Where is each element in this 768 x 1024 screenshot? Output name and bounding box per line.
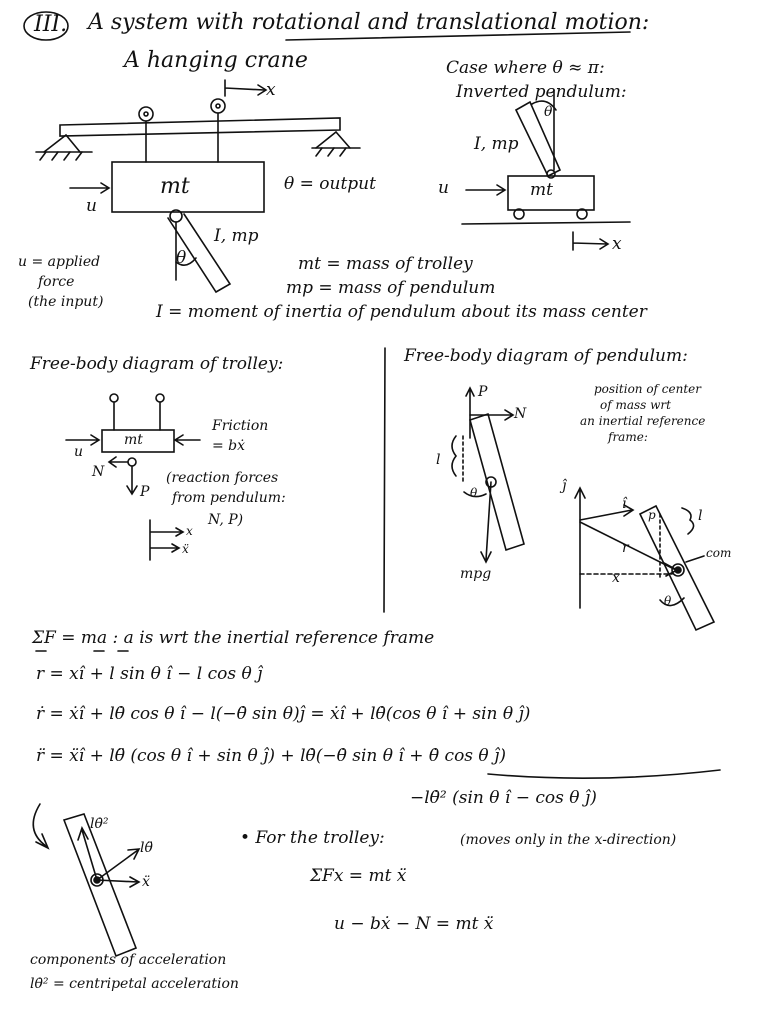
accel-caption-1: components of acceleration bbox=[30, 952, 227, 968]
fbd-trolley-friction: Friction bbox=[212, 418, 269, 434]
position-l: l bbox=[698, 508, 703, 524]
inverted-trolley-label: mt bbox=[530, 180, 553, 200]
fbd-trolley-reaction-2: from pendulum: bbox=[172, 490, 286, 506]
accel-tangential-label: lθ̈ bbox=[140, 840, 153, 856]
equation-centripetal: −lθ̇² (sin θ î − cos θ ĵ) bbox=[410, 788, 597, 808]
position-note-2: of mass wrt bbox=[600, 398, 671, 412]
equation-position: r = xî + l sin θ î − l cos θ ĵ bbox=[36, 664, 263, 684]
fbd-pendulum-title: Free-body diagram of pendulum: bbox=[404, 346, 688, 366]
title-highlight: rotational and translational bbox=[251, 10, 558, 35]
inverted-x-label: x bbox=[612, 234, 622, 254]
trolley-note: (moves only in the x-direction) bbox=[460, 832, 677, 848]
fbd-pendulum-weight: mpg bbox=[460, 566, 492, 582]
fbd-pendulum-n: N bbox=[514, 406, 527, 422]
inverted-line-2: Inverted pendulum: bbox=[456, 82, 627, 102]
position-theta: θ bbox=[664, 594, 672, 608]
fbd-trolley-p: P bbox=[140, 484, 150, 500]
crane-theta: θ bbox=[176, 248, 187, 268]
position-note-3: an inertial reference bbox=[580, 414, 706, 428]
crane-input-1: u = applied bbox=[18, 254, 101, 270]
inverted-line-1: Case where θ ≈ π: bbox=[446, 58, 605, 78]
crane-input-3: (the input) bbox=[28, 294, 104, 310]
accel-trolley-label: ẍ bbox=[142, 874, 150, 890]
definition-inertia: I = moment of inertia of pendulum about … bbox=[156, 302, 647, 322]
crane-u-label: u bbox=[86, 196, 97, 216]
fbd-trolley-x: x bbox=[186, 524, 193, 538]
fbd-trolley-reaction-1: (reaction forces bbox=[166, 470, 279, 486]
position-note-1: position of center bbox=[594, 382, 702, 396]
section-subtitle: A hanging crane bbox=[124, 48, 308, 73]
accel-caption-2: lθ̇² = centripetal acceleration bbox=[30, 976, 239, 992]
section-numeral: III. bbox=[34, 12, 68, 37]
fbd-pendulum-theta: θ bbox=[470, 486, 478, 500]
crane-trolley-label: mt bbox=[160, 174, 190, 199]
inverted-u-label: u bbox=[438, 178, 449, 198]
com-label: com bbox=[706, 546, 732, 560]
point-p: p bbox=[648, 508, 656, 522]
fbd-trolley-title: Free-body diagram of trolley: bbox=[30, 354, 284, 374]
fbd-trolley-box: mt bbox=[124, 432, 143, 448]
crane-pendulum-label: I, mp bbox=[214, 226, 259, 246]
fbd-trolley-xdd: ẍ bbox=[182, 542, 189, 556]
trolley-bullet: • For the trolley: bbox=[240, 828, 385, 848]
title-prefix: A system with bbox=[88, 10, 252, 35]
position-note-4: frame: bbox=[608, 430, 648, 444]
inverted-theta: θ bbox=[544, 104, 553, 120]
fbd-trolley-n: N bbox=[92, 464, 105, 480]
trolley-eq-2: u − bẋ − N = mt ẍ bbox=[334, 914, 494, 934]
definition-mp: mp = mass of pendulum bbox=[286, 278, 496, 298]
crane-x-label: x bbox=[266, 80, 276, 100]
accel-centripetal-label: lθ̇² bbox=[90, 816, 109, 832]
position-r: r bbox=[622, 540, 629, 556]
fbd-trolley-friction-eq: = bẋ bbox=[212, 438, 246, 454]
fbd-pendulum-l: l bbox=[436, 452, 441, 468]
unit-vector-j: ĵ bbox=[562, 478, 567, 494]
equation-velocity: ṙ = ẋî + lθ̇ cos θ î − l(−θ̇ sin θ)ĵ = ẋ… bbox=[36, 704, 531, 724]
equation-acceleration: r̈ = ẍî + lθ̈ (cos θ î + sin θ ĵ) + lθ̇(… bbox=[36, 746, 506, 766]
fbd-trolley-reaction-3: N, P) bbox=[208, 512, 244, 528]
equation-newton: ΣF = ma : a is wrt the inertial referenc… bbox=[32, 628, 435, 648]
definition-mt: mt = mass of trolley bbox=[298, 254, 473, 274]
fbd-trolley-u: u bbox=[74, 444, 84, 460]
fbd-pendulum-p: P bbox=[478, 384, 488, 400]
position-x: x bbox=[612, 570, 620, 586]
crane-output-label: θ = output bbox=[284, 174, 376, 194]
crane-input-2: force bbox=[38, 274, 75, 290]
unit-vector-i: î bbox=[622, 496, 627, 512]
title-suffix: motion: bbox=[557, 10, 650, 35]
inverted-pendulum-label: I, mp bbox=[474, 134, 519, 154]
trolley-eq-1: ΣFx = mt ẍ bbox=[310, 866, 407, 886]
section-title: A system with rotational and translation… bbox=[88, 10, 649, 35]
